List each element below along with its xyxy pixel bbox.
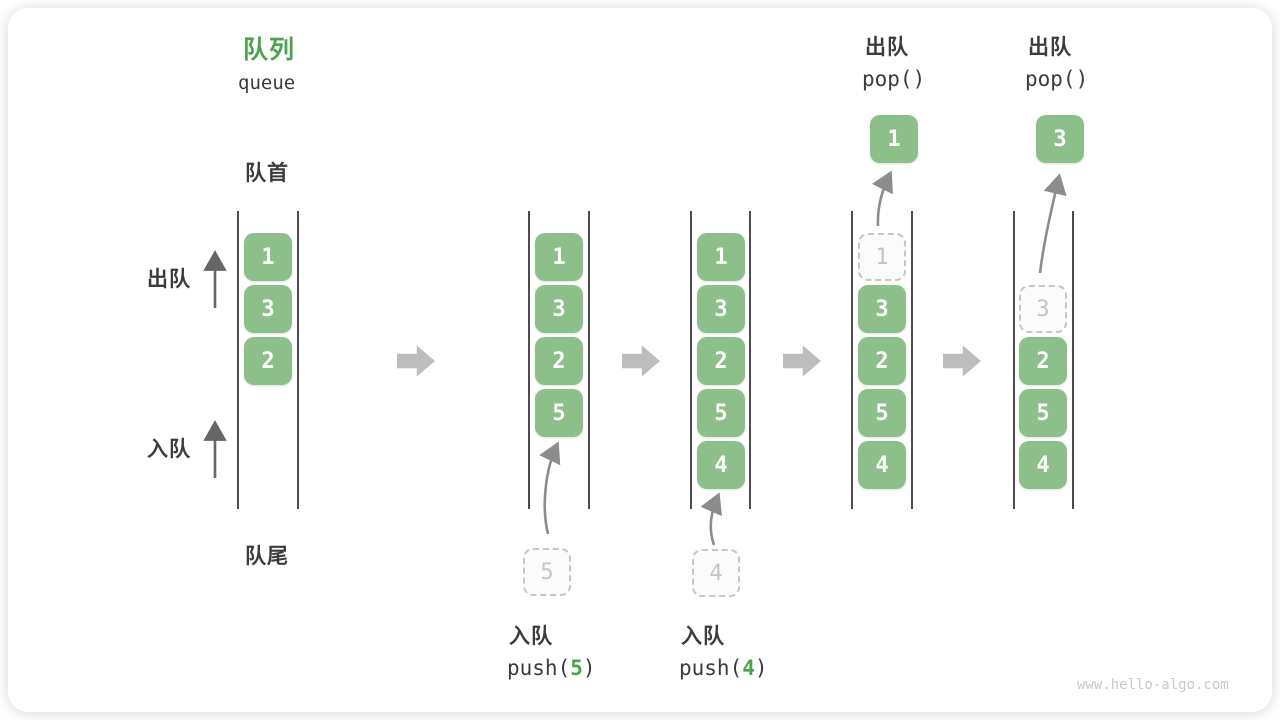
queue3-op-code: push(4) bbox=[679, 656, 768, 680]
queue2-element: 5 bbox=[535, 389, 583, 437]
queue5-element: 4 bbox=[1019, 441, 1067, 489]
queue2-op-label: 入队 bbox=[509, 625, 553, 648]
label-enqueue-side: 入队 bbox=[147, 438, 191, 461]
diagram-title-en: queue bbox=[238, 72, 296, 94]
queue4-op-code: pop() bbox=[862, 67, 926, 91]
queue2-rail-right bbox=[588, 211, 590, 509]
queue3-rail-left bbox=[690, 211, 692, 509]
queue1-rail-left bbox=[237, 211, 239, 509]
label-queue-rear: 队尾 bbox=[245, 545, 289, 568]
queue5-rail-left bbox=[1013, 211, 1015, 509]
queue3-element: 5 bbox=[697, 389, 745, 437]
code-arg: 5 bbox=[570, 656, 583, 680]
queue4-ghost-element: 1 bbox=[858, 233, 906, 281]
code-arg: 4 bbox=[742, 656, 755, 680]
queue5-element: 2 bbox=[1019, 337, 1067, 385]
queue3-pending-element: 4 bbox=[692, 549, 740, 597]
queue5-op-code: pop() bbox=[1025, 67, 1089, 91]
queue4-element: 4 bbox=[858, 441, 906, 489]
code-prefix: push( bbox=[507, 656, 571, 680]
queue1-element: 2 bbox=[244, 337, 292, 385]
queue4-element: 5 bbox=[858, 389, 906, 437]
queue5-rail-right bbox=[1072, 211, 1074, 509]
queue2-element: 3 bbox=[535, 285, 583, 333]
queue1-element: 3 bbox=[244, 285, 292, 333]
queue2-pending-element: 5 bbox=[523, 548, 571, 596]
queue4-op-label: 出队 bbox=[865, 36, 909, 59]
queue5-ghost-element: 3 bbox=[1019, 285, 1067, 333]
queue1-element: 1 bbox=[244, 233, 292, 281]
queue3-element: 4 bbox=[697, 441, 745, 489]
queue3-element: 1 bbox=[697, 233, 745, 281]
queue4-rail-right bbox=[911, 211, 913, 509]
diagram-title-zh: 队列 bbox=[243, 36, 296, 64]
label-dequeue-side: 出队 bbox=[147, 268, 191, 291]
queue5-element: 5 bbox=[1019, 389, 1067, 437]
queue4-rail-left bbox=[851, 211, 853, 509]
queue3-element: 3 bbox=[697, 285, 745, 333]
queue3-element: 2 bbox=[697, 337, 745, 385]
queue2-element: 1 bbox=[535, 233, 583, 281]
queue4-element: 2 bbox=[858, 337, 906, 385]
watermark: www.hello-algo.com bbox=[1077, 677, 1229, 693]
queue4-popped-element: 1 bbox=[870, 115, 918, 163]
queue4-element: 3 bbox=[858, 285, 906, 333]
code-suffix: ) bbox=[582, 656, 596, 680]
queue1-rail-right bbox=[297, 211, 299, 509]
queue3-rail-right bbox=[749, 211, 751, 509]
code-suffix: ) bbox=[754, 656, 768, 680]
label-queue-front: 队首 bbox=[245, 162, 289, 185]
queue3-op-label: 入队 bbox=[681, 625, 725, 648]
queue2-op-code: push(5) bbox=[507, 656, 596, 680]
queue2-element: 2 bbox=[535, 337, 583, 385]
queue5-op-label: 出队 bbox=[1028, 36, 1072, 59]
queue2-rail-left bbox=[528, 211, 530, 509]
code-prefix: push( bbox=[679, 656, 743, 680]
queue5-popped-element: 3 bbox=[1036, 115, 1084, 163]
